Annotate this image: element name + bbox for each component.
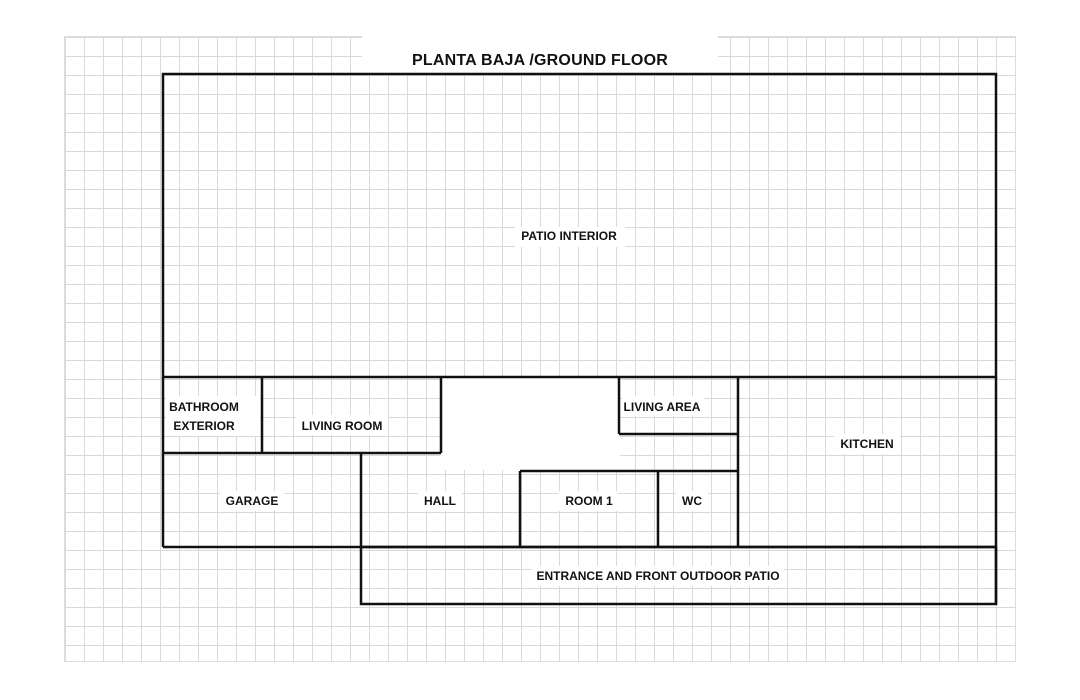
patio-label-bg xyxy=(515,227,625,247)
title-background xyxy=(362,36,718,74)
living-room-label-bg xyxy=(296,415,388,435)
bathroom-label-bg xyxy=(166,396,260,436)
hall-label-bg xyxy=(418,491,462,511)
room1-label: ROOM 1 xyxy=(565,494,613,508)
garage-label-bg xyxy=(220,491,284,511)
bathroom-label-line2: EXTERIOR xyxy=(173,419,235,433)
garage-label: GARAGE xyxy=(226,494,279,508)
floor-plan-title: PLANTA BAJA /GROUND FLOOR xyxy=(412,52,668,69)
bathroom-label-line1: BATHROOM xyxy=(169,400,239,414)
wc-label: WC xyxy=(682,494,702,508)
patio-interior-label: PATIO INTERIOR xyxy=(521,229,617,243)
kitchen-label: KITCHEN xyxy=(840,437,893,451)
graph-paper-grid xyxy=(64,36,1016,662)
living-area-label: LIVING AREA xyxy=(624,400,701,414)
patio-interior-outline xyxy=(161,72,998,379)
kitchen-label-bg xyxy=(834,434,900,454)
living-room-label: LIVING ROOM xyxy=(302,419,383,433)
wc-label-bg xyxy=(676,491,708,511)
living-area-label-bg xyxy=(622,396,704,416)
entrance-label-bg xyxy=(532,566,784,586)
room1-label-bg xyxy=(558,491,618,511)
entrance-label: ENTRANCE AND FRONT OUTDOOR PATIO xyxy=(536,569,779,583)
hall-label: HALL xyxy=(424,494,456,508)
hall-clear-area xyxy=(440,378,620,470)
entrance-patio-outline xyxy=(359,545,998,606)
